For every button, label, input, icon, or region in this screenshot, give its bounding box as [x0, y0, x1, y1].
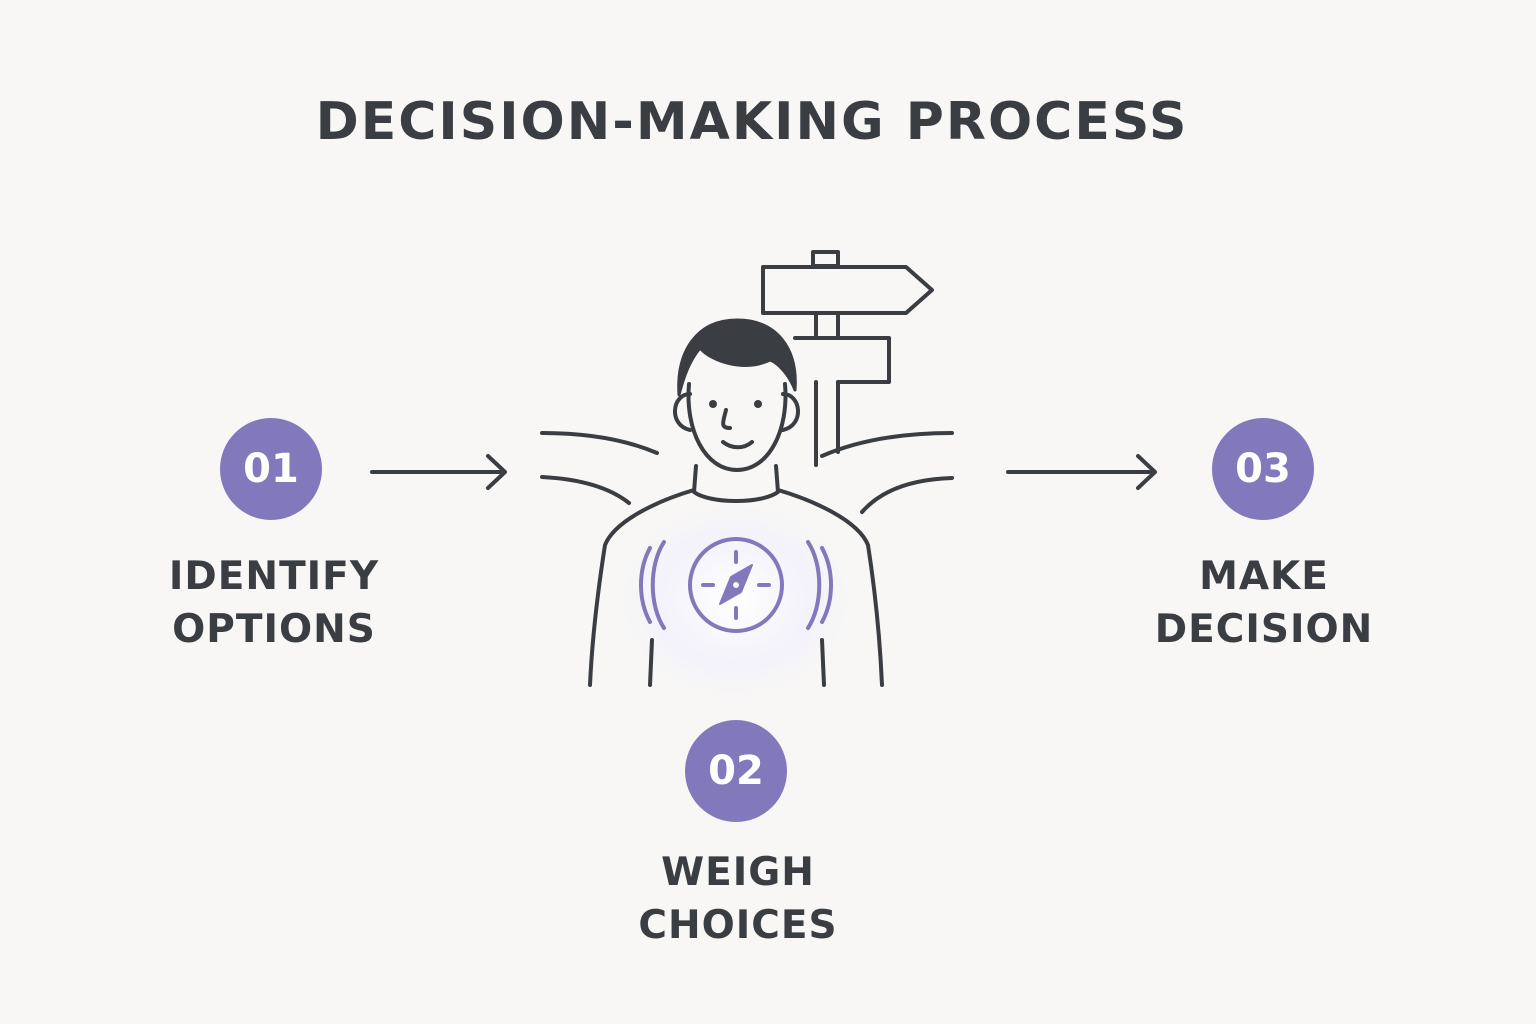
- left-eye: [709, 400, 717, 408]
- right-arrow-icon: [370, 454, 507, 490]
- step-01-badge: 01: [220, 418, 322, 520]
- diverging-paths-icon: [540, 431, 954, 514]
- step-03-label-line1: MAKE: [1199, 554, 1329, 599]
- step-03-label-line2: DECISION: [1154, 607, 1374, 652]
- person-icon: [588, 382, 884, 687]
- step-03-label: MAKE DECISION: [1114, 550, 1414, 656]
- step-01-label: IDENTIFY OPTIONS: [124, 550, 424, 656]
- right-arrow-icon: [1006, 454, 1157, 490]
- diagram-title: DECISION-MAKING PROCESS: [315, 92, 1189, 152]
- step-01-label-line1: IDENTIFY: [168, 554, 380, 599]
- step-01-label-line2: OPTIONS: [172, 607, 376, 652]
- step-03-badge: 03: [1212, 418, 1314, 520]
- signpost-icon: [761, 250, 934, 467]
- right-eye: [754, 400, 762, 408]
- compass-icon: [639, 537, 833, 633]
- compass-center: [733, 582, 739, 588]
- step-02-label-line2: CHOICES: [638, 903, 838, 948]
- step-02-label-line1: WEIGH: [661, 850, 815, 895]
- step-02-badge: 02: [685, 720, 787, 822]
- hair: [677, 318, 797, 397]
- step-02-label: WEIGH CHOICES: [588, 846, 888, 952]
